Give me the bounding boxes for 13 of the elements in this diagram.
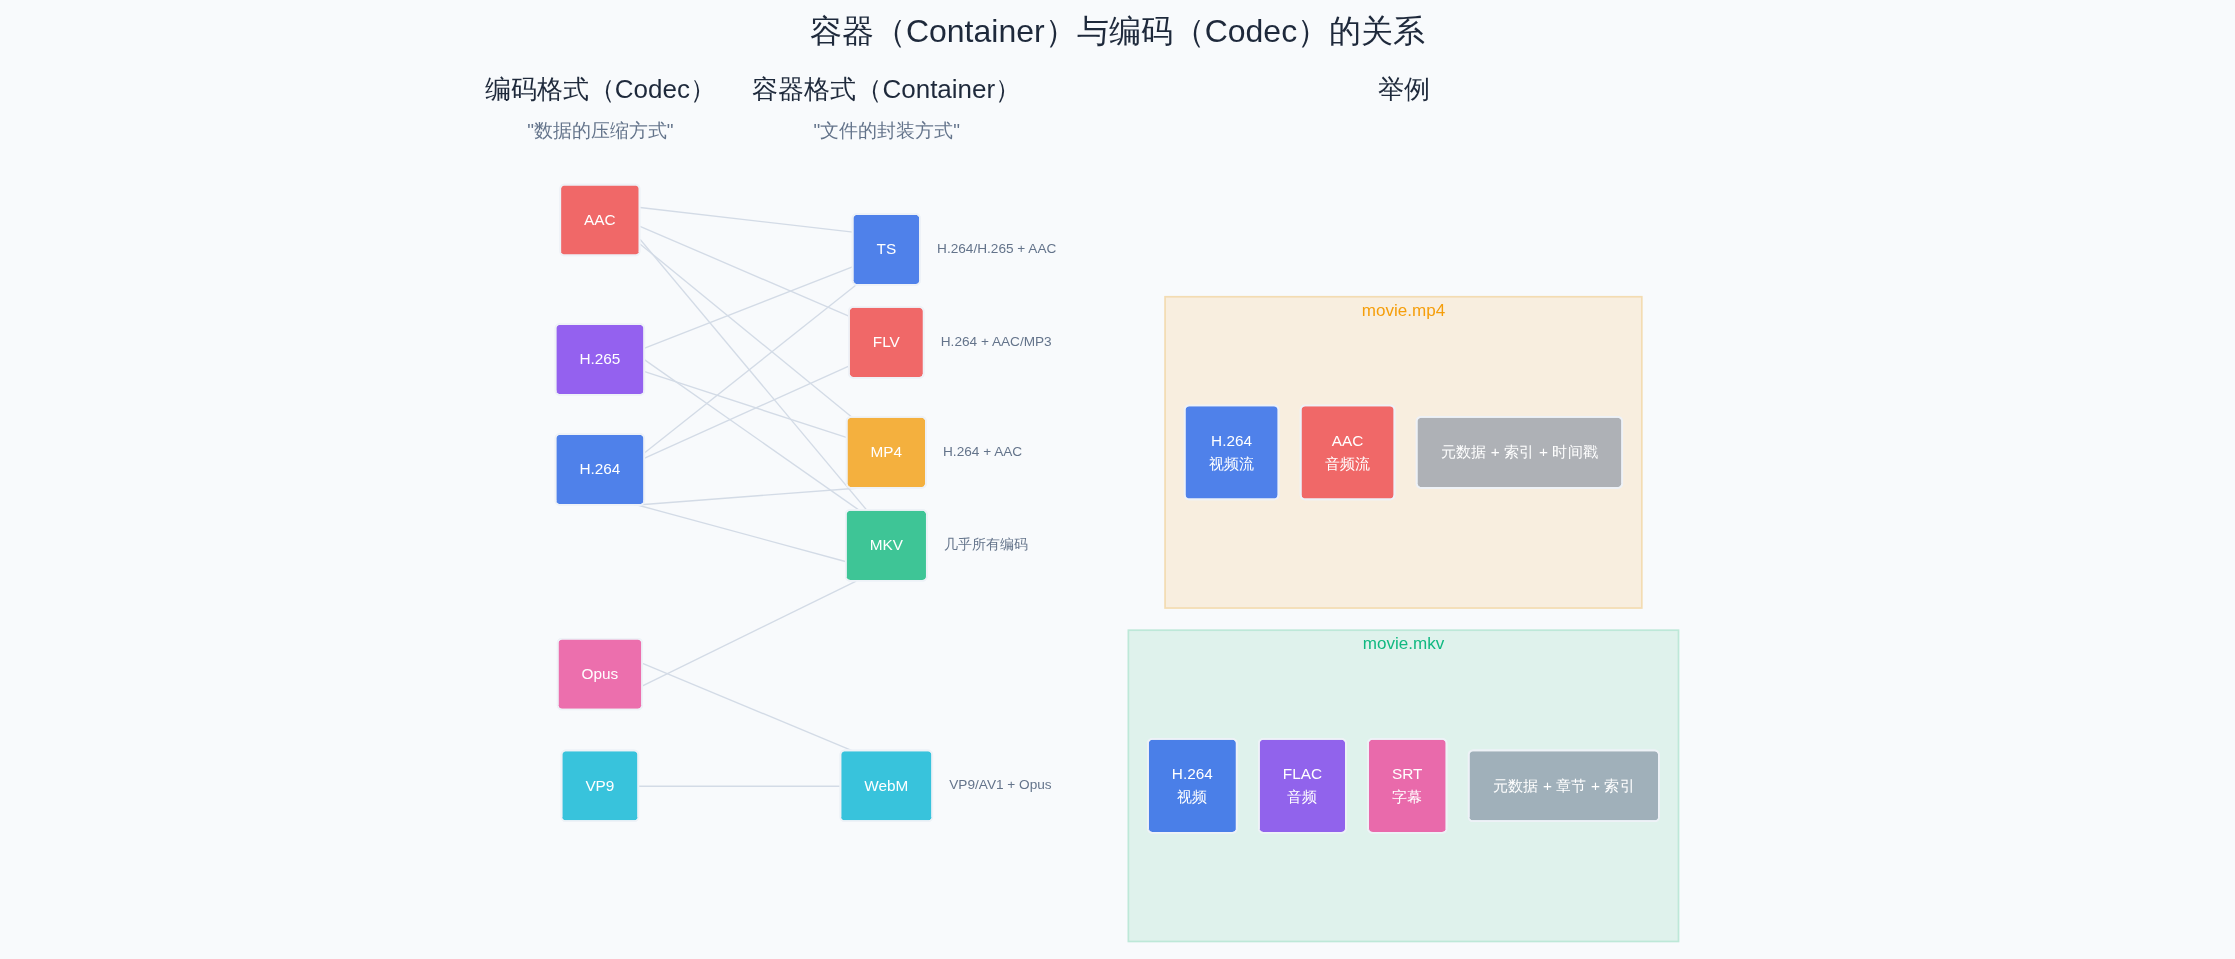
column-heading: 举例 [1377,73,1430,106]
connector [644,284,858,454]
annotation-text: 几乎所有编码 [944,536,1029,552]
annotation-text: H.264/H.265 + AAC [937,241,1057,257]
column-heading: 容器格式（Container） [752,73,1022,106]
annotation-text: H.264 + AAC [943,444,1023,459]
column-subtitle: "文件的封装方式" [813,119,961,143]
column-heading: 编码格式（Codec） [484,73,716,106]
column-subtitle: "数据的压缩方式" [527,119,674,143]
connector [642,580,858,687]
annotation-text: VP9/AV1 + Opus [949,777,1053,793]
annotation-text: H.264 + AAC/MP3 [941,334,1053,349]
diagram-title: 容器（Container）与编码（Codec）的关系 [809,12,1426,51]
